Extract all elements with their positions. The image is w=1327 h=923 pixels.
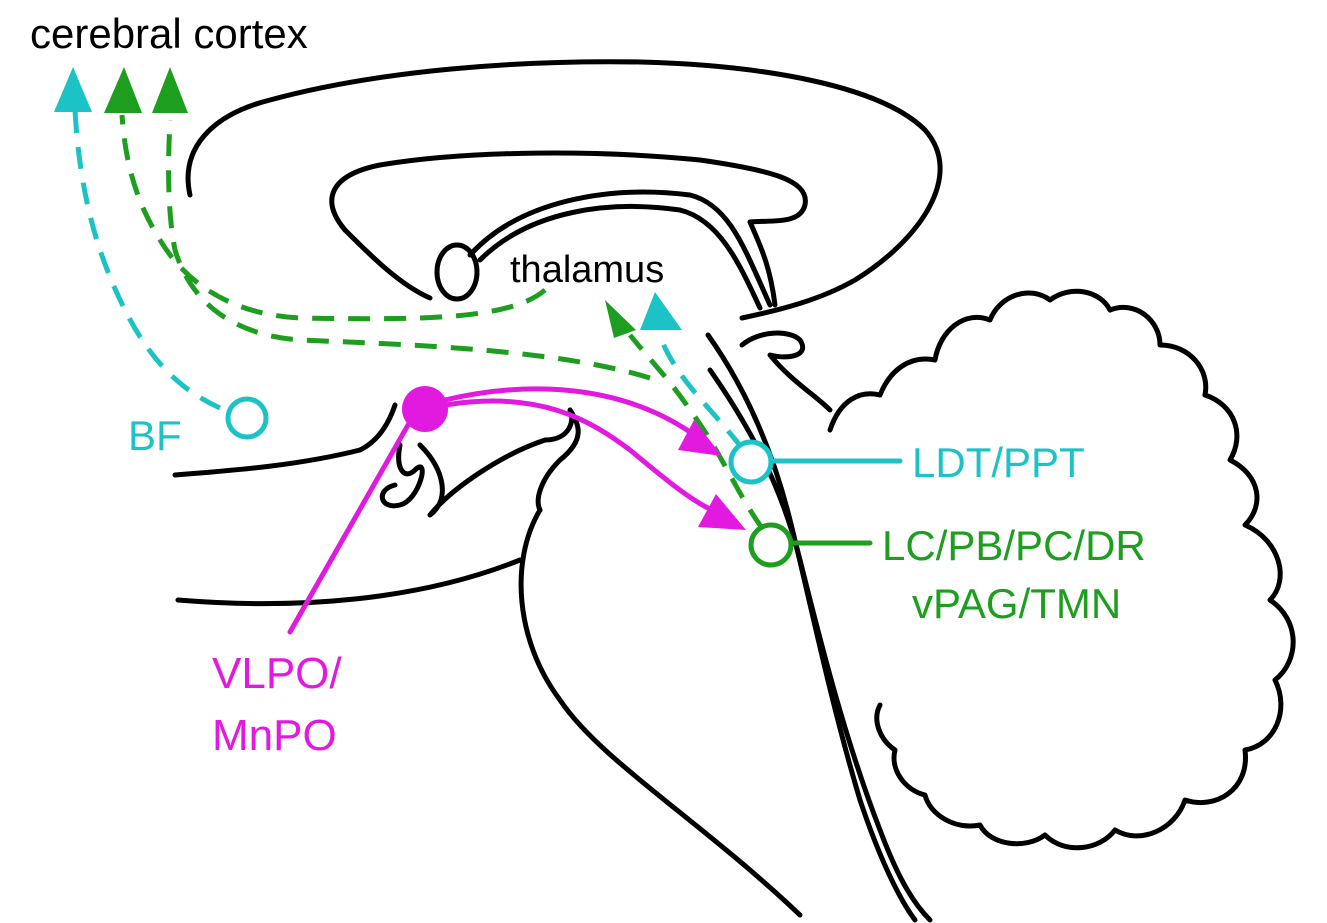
green-cortex-arrowhead-2 <box>152 67 188 113</box>
vlpo-leader-line <box>287 422 411 635</box>
green-cortex-pathway-2 <box>166 119 651 381</box>
infundibulum-outline <box>417 407 581 518</box>
cyan-pathways <box>54 67 903 485</box>
brain-outline <box>172 59 1296 923</box>
green-thalamus-arrowhead <box>605 300 636 338</box>
ldt-ppt-label: LDT/PPT <box>912 439 1085 486</box>
lc-pb-pc-dr-label: LC/PB/PC/DR <box>882 522 1146 569</box>
ldt-to-thalamus-pathway <box>657 334 744 450</box>
anterior-commissure-outline <box>434 242 480 302</box>
thalamus-label: thalamus <box>510 249 664 291</box>
vlpo-neuron <box>402 386 448 432</box>
vpag-tmn-label: vPAG/TMN <box>912 580 1121 627</box>
hypothalamus-outline <box>380 442 425 509</box>
brainstem-front <box>518 507 803 918</box>
fornix-line-2 <box>477 204 763 311</box>
vlpo-label: VLPO/ <box>212 649 342 698</box>
cortex-outline <box>185 59 943 321</box>
bf-to-cortex-pathway <box>72 109 222 411</box>
aqueduct-line-1 <box>705 332 918 923</box>
lc-to-thalamus-pathway <box>628 333 765 530</box>
magenta-pathways <box>287 386 746 635</box>
cerebellum-outline <box>827 288 1296 851</box>
vlpo-to-lc-pathway <box>442 398 715 513</box>
green-cortex-arrowhead-1 <box>104 67 142 113</box>
vlpo-ldt-arrowhead <box>678 420 722 456</box>
forebrain-base-line <box>172 402 398 478</box>
cyan-thalamus-arrowhead <box>640 292 682 330</box>
lc-neuron <box>748 522 794 568</box>
ldt-neuron <box>728 439 774 485</box>
mnpo-label: MnPO <box>212 711 337 760</box>
fornix-line-1 <box>467 189 773 308</box>
vlpo-lc-arrowhead <box>698 494 746 530</box>
green-pathways <box>104 67 873 568</box>
temporal-base-line <box>175 557 523 607</box>
tectum-bump <box>739 330 833 413</box>
green-cortex-pathway-1 <box>119 114 547 322</box>
septum-line <box>342 227 433 301</box>
bf-label: BF <box>128 412 182 459</box>
vlpo-to-ldt-pathway <box>442 386 693 435</box>
cyan-cortex-arrowhead <box>54 67 92 112</box>
bf-neuron <box>225 396 269 440</box>
cerebral-cortex-label: cerebral cortex <box>30 10 308 57</box>
corpus-callosum-outline <box>329 150 808 308</box>
